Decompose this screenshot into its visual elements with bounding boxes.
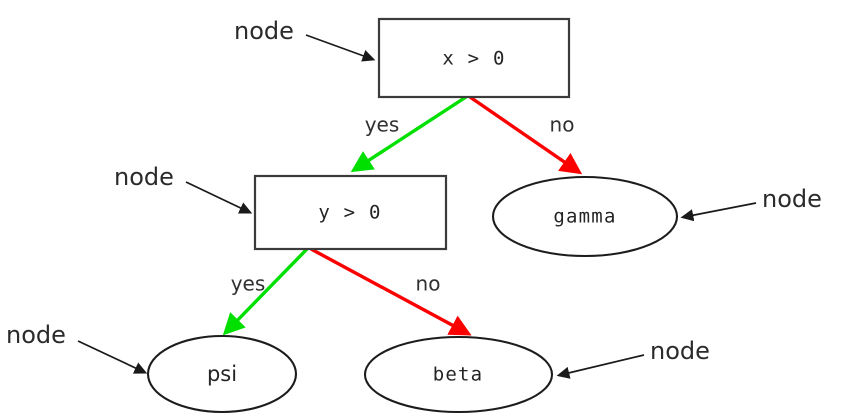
annotation-node-gamma: node <box>680 185 822 222</box>
annotation-arrow-gamma <box>680 202 757 222</box>
annotation-label-gamma: node <box>762 185 822 213</box>
edge-branch-to-psi-yes: yes <box>222 247 309 336</box>
node-psi-label: psi <box>207 362 237 386</box>
annotation-label-branch: node <box>114 163 174 191</box>
annotation-node-psi: node <box>6 321 148 374</box>
node-psi-leaf[interactable]: psi <box>146 334 298 414</box>
annotation-label-root: node <box>234 17 294 45</box>
edge-line-yes-branch <box>222 247 309 336</box>
node-gamma-ellipse[interactable] <box>491 175 679 258</box>
edge-root-to-gamma-no: no <box>469 95 583 175</box>
edge-line-no-root <box>469 95 583 175</box>
node-beta-label: beta <box>433 364 484 386</box>
edge-line-no-branch <box>310 247 472 336</box>
node-root-decision[interactable]: x > 0 <box>377 17 571 99</box>
node-branch-label: y > 0 <box>318 202 381 224</box>
node-psi-ellipse[interactable] <box>146 334 298 414</box>
node-root-label: x > 0 <box>442 48 505 70</box>
annotation-label-beta: node <box>650 337 710 365</box>
annotation-arrow-branch <box>185 181 253 214</box>
node-branch-box[interactable] <box>253 174 448 251</box>
node-gamma-label: gamma <box>553 206 616 228</box>
edge-line-yes-root <box>350 95 467 173</box>
annotation-node-branch: node <box>114 163 253 214</box>
edge-branch-to-beta-no: no <box>310 247 472 336</box>
edge-label-root-yes: yes <box>365 113 400 137</box>
annotation-arrow-beta <box>556 354 645 379</box>
annotation-label-psi: node <box>6 321 66 349</box>
node-root-box[interactable] <box>377 17 571 99</box>
annotation-node-root: node <box>234 17 376 62</box>
edge-label-branch-yes: yes <box>231 272 266 296</box>
node-gamma-leaf[interactable]: gamma <box>491 175 679 258</box>
annotation-arrow-root <box>305 34 376 62</box>
node-beta-leaf[interactable]: beta <box>363 335 554 414</box>
node-beta-ellipse[interactable] <box>363 335 554 414</box>
annotation-node-beta: node <box>556 337 710 379</box>
edge-label-branch-no: no <box>416 272 441 296</box>
node-branch-decision[interactable]: y > 0 <box>253 174 448 251</box>
edge-label-root-no: no <box>550 113 575 137</box>
annotation-arrow-psi <box>77 340 148 374</box>
edge-root-to-branch-yes: yes <box>350 95 467 173</box>
